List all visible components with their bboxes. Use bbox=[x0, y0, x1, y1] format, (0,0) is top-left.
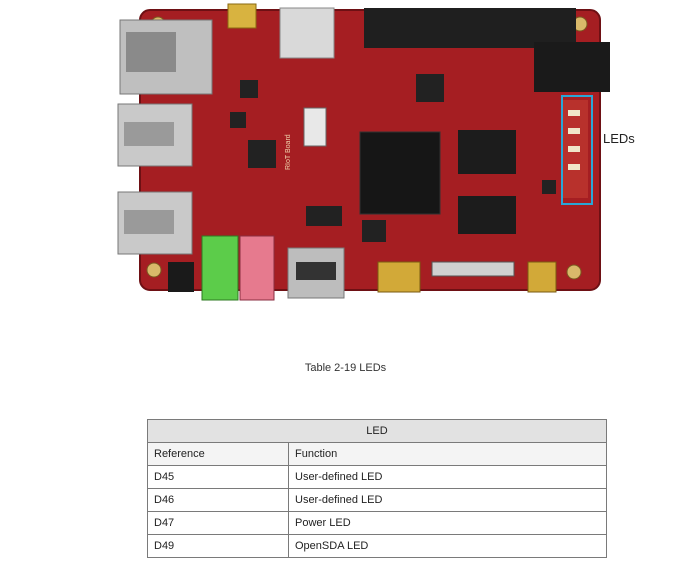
micro-hdmi-port bbox=[377, 261, 421, 293]
mini-usb-port bbox=[227, 3, 257, 29]
mounting-hole bbox=[566, 264, 582, 280]
cell-reference: D49 bbox=[147, 534, 289, 558]
cell-reference: D45 bbox=[147, 465, 289, 489]
leds-callout-label: LEDs bbox=[603, 131, 635, 146]
lvds-connector bbox=[431, 261, 515, 277]
table-row: D45 User-defined LED bbox=[147, 465, 607, 489]
column-header-function: Function bbox=[288, 442, 607, 466]
led-callout-box bbox=[561, 95, 593, 205]
ram-chip bbox=[458, 130, 516, 174]
ram-chip bbox=[458, 196, 516, 234]
cell-function: OpenSDA LED bbox=[288, 534, 607, 558]
audio-line-out-jack bbox=[201, 235, 239, 301]
audio-mic-jack bbox=[239, 235, 275, 301]
board-illustration: RIoT Board bbox=[117, 3, 610, 301]
gpio-header bbox=[364, 8, 576, 48]
table-row: D46 User-defined LED bbox=[147, 488, 607, 512]
dc-power-jack bbox=[534, 42, 610, 92]
table-header-row: Reference Function bbox=[147, 442, 607, 466]
mounting-hole bbox=[146, 262, 162, 278]
table-row: D47 Power LED bbox=[147, 511, 607, 535]
cell-function: User-defined LED bbox=[288, 465, 607, 489]
column-header-reference: Reference bbox=[147, 442, 289, 466]
sd-card-slot bbox=[279, 7, 335, 59]
table-row: D49 OpenSDA LED bbox=[147, 534, 607, 558]
cell-reference: D46 bbox=[147, 488, 289, 512]
cell-function: Power LED bbox=[288, 511, 607, 535]
soc-chip bbox=[359, 131, 441, 215]
cell-reference: D47 bbox=[147, 511, 289, 535]
micro-usb-port bbox=[527, 261, 557, 293]
led-table: LED Reference Function D45 User-defined … bbox=[147, 419, 607, 558]
board-photo: RIoT Board bbox=[110, 0, 610, 302]
cell-function: User-defined LED bbox=[288, 488, 607, 512]
board-silkscreen-label: RIoT Board bbox=[285, 134, 292, 170]
table-caption: Table 2-19 LEDs bbox=[304, 362, 387, 374]
table-title: LED bbox=[147, 419, 607, 443]
